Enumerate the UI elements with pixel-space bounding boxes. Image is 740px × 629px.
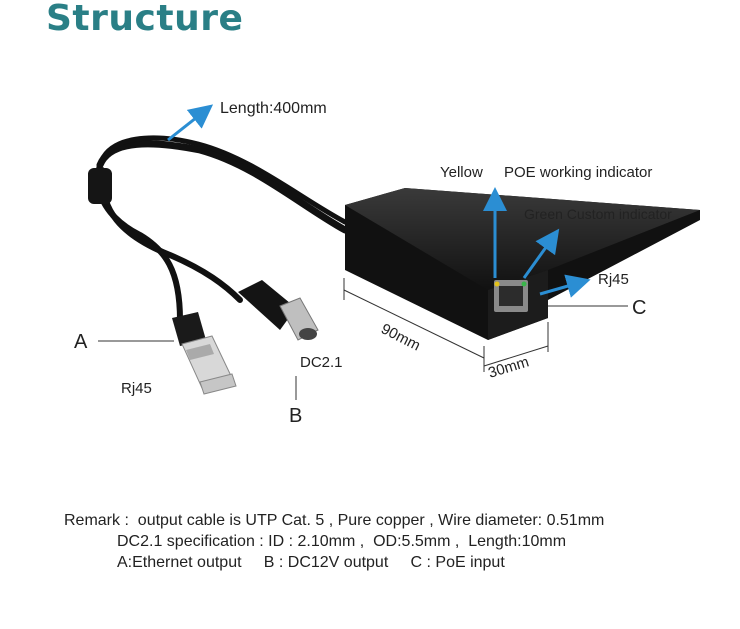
- poe-working-label: POE working indicator: [504, 164, 652, 181]
- c-label: C: [632, 297, 646, 319]
- dim-30-label: 30mm: [486, 353, 531, 381]
- green-led: [521, 281, 527, 287]
- dc-label: DC2.1: [300, 354, 343, 371]
- dimension-lines: [98, 278, 628, 400]
- callout-arrows: [167, 104, 591, 298]
- length-arrow-icon: [167, 104, 214, 142]
- remark-line-3: A:Ethernet output B : DC12V output C : P…: [117, 554, 505, 571]
- page-title: Structure: [46, 0, 244, 39]
- cable: [95, 135, 349, 323]
- a-label: A: [74, 331, 88, 353]
- yellow-led: [494, 281, 500, 287]
- rj45-left-label: Rj45: [121, 380, 152, 397]
- rj45-right-label: Rj45: [598, 271, 629, 288]
- b-label: B: [289, 405, 302, 427]
- remark-line-2: DC2.1 specification : ID : 2.10mm , OD:5…: [117, 533, 567, 550]
- green-arrow-icon: [522, 228, 560, 279]
- remark-line-1: Remark : output cable is UTP Cat. 5 , Pu…: [64, 512, 605, 529]
- poe-splitter-device: [345, 188, 700, 340]
- ferrite-core: [88, 168, 112, 204]
- rj45-arrow-icon: [539, 274, 591, 298]
- dc-plug: [238, 280, 319, 341]
- rj45-plug-left: [172, 312, 237, 395]
- length-label: Length:400mm: [220, 100, 327, 117]
- yellow-label: Yellow: [440, 164, 483, 181]
- green-custom-label: Green Custom indicator: [524, 206, 672, 222]
